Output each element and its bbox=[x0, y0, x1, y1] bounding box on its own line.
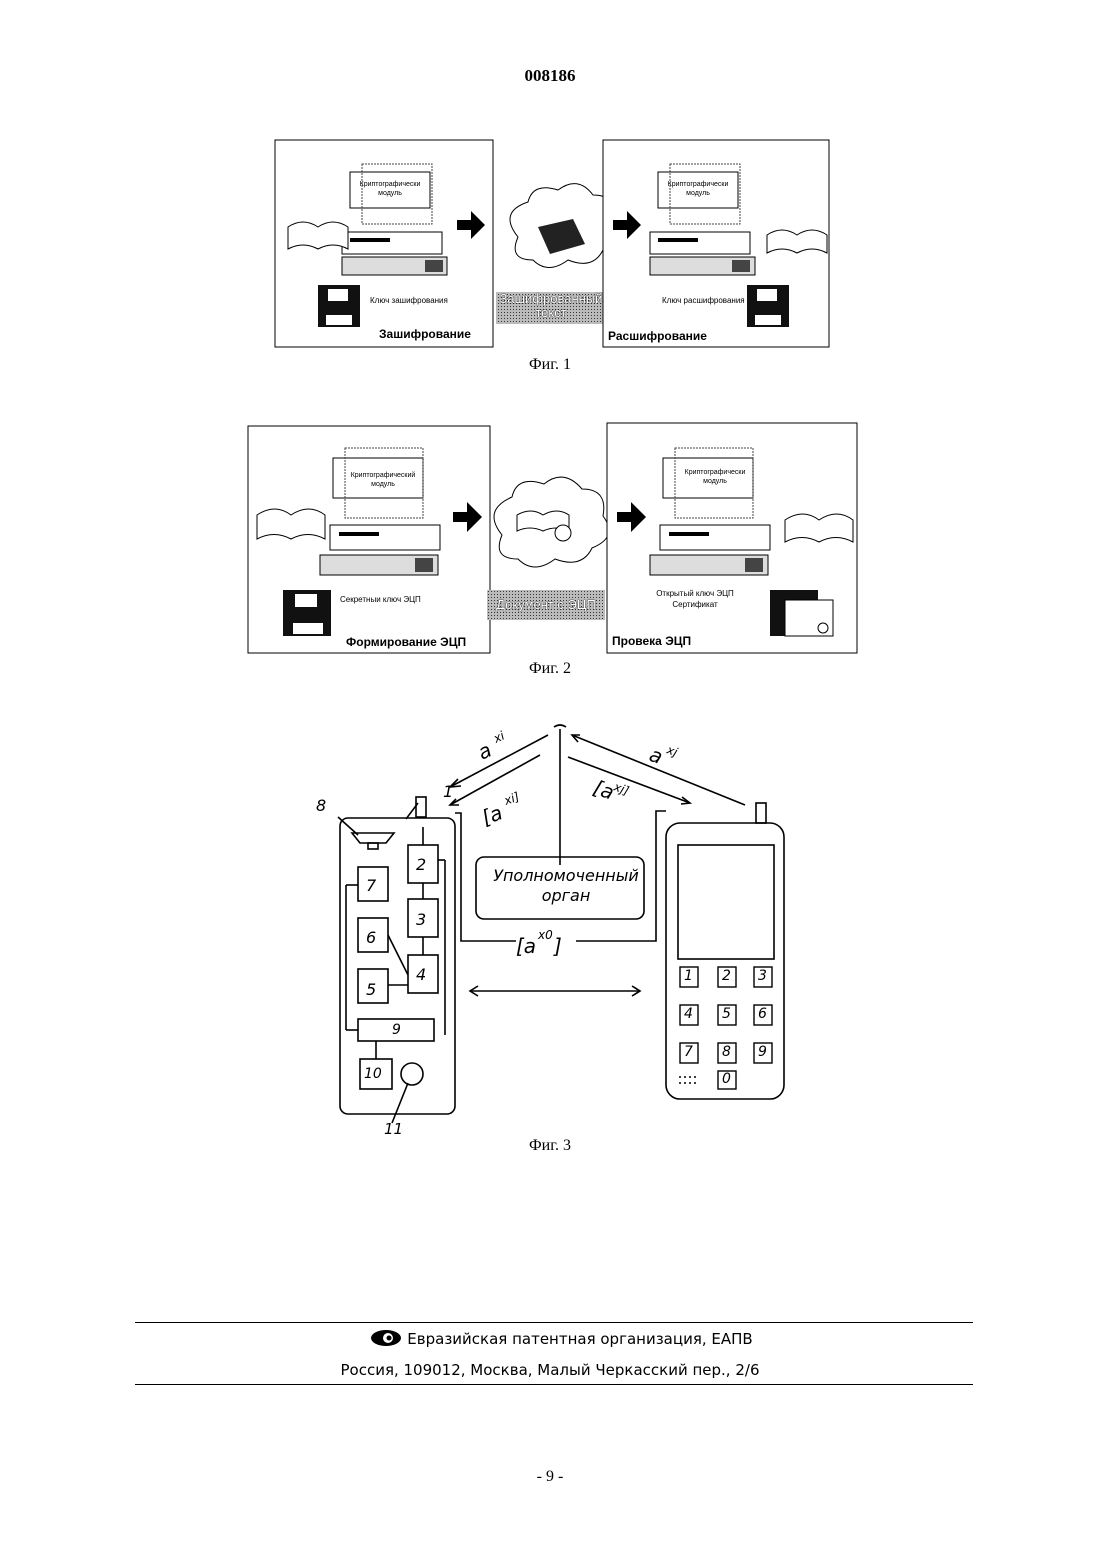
public-key-certificate-label: Открытый ключ ЭЦП Сертификат bbox=[645, 588, 745, 610]
label-6: 6 bbox=[366, 928, 376, 947]
key-3: 3 bbox=[758, 968, 767, 984]
formula-a-xi: a bbox=[474, 738, 495, 765]
formula-sup-xi: xi] bbox=[501, 789, 521, 808]
crypto-module-label: Криптографически модуль bbox=[670, 468, 760, 486]
key-4: 4 bbox=[684, 1006, 693, 1022]
key-8: 8 bbox=[722, 1044, 731, 1060]
footer-rule-bottom bbox=[135, 1384, 973, 1385]
formula-sup-x0: x0 bbox=[537, 928, 553, 942]
signature-verification-title: Провека ЭЦП bbox=[612, 634, 691, 648]
microphone-icon bbox=[401, 1063, 423, 1085]
label-4: 4 bbox=[416, 965, 426, 984]
signed-document-label: Документ с ЭЦП bbox=[488, 598, 604, 612]
figure-1-caption: Фиг. 1 bbox=[0, 356, 1100, 374]
label-5: 5 bbox=[366, 980, 376, 999]
label-8: 8 bbox=[316, 796, 326, 815]
floppy-disk-icon bbox=[283, 590, 331, 636]
key-0: 0 bbox=[722, 1071, 731, 1087]
key-6: 6 bbox=[758, 1006, 767, 1022]
crypto-module-label: Криптографически модуль bbox=[658, 180, 738, 198]
key-5: 5 bbox=[722, 1006, 731, 1022]
footer-address: Россия, 109012, Москва, Малый Черкасский… bbox=[0, 1361, 1100, 1379]
formula-bracket-a-xi: [a bbox=[479, 800, 506, 829]
figure-2-caption: Фиг. 2 bbox=[0, 660, 1100, 678]
label-3: 3 bbox=[416, 910, 426, 929]
formula-sup-xj: xj bbox=[664, 742, 680, 759]
label-2: 2 bbox=[416, 855, 426, 874]
signature-creation-title: Формирование ЭЦП bbox=[346, 635, 466, 649]
key-1: 1 bbox=[684, 968, 693, 984]
crypto-module-label: Криптографический модуль bbox=[338, 471, 428, 489]
label-10: 10 bbox=[364, 1066, 382, 1082]
authority-label: Уполномоченный орган bbox=[476, 866, 656, 906]
figure-2 bbox=[245, 420, 860, 656]
footer-rule-top bbox=[135, 1322, 973, 1323]
key-2: 2 bbox=[722, 968, 731, 984]
cloud-icon bbox=[494, 477, 609, 567]
formula-a-xj: a bbox=[646, 742, 666, 769]
figure-3-caption: Фиг. 3 bbox=[0, 1137, 1100, 1155]
encrypted-text-label: Зашифрованный текст bbox=[496, 292, 606, 320]
cloud-icon bbox=[510, 184, 619, 268]
crypto-module-label: Криптографически модуль bbox=[350, 180, 430, 198]
footer-organization: Евразийская патентная организация, ЕАПВ bbox=[0, 1330, 1100, 1348]
decryption-title: Расшифрование bbox=[608, 329, 707, 343]
page-number: - 9 - bbox=[0, 1468, 1100, 1486]
key-9: 9 bbox=[758, 1044, 767, 1060]
formula-bracket-close: ] bbox=[553, 934, 562, 958]
key-7: 7 bbox=[684, 1044, 693, 1060]
encryption-title: Зашифрование bbox=[379, 327, 471, 341]
label-7: 7 bbox=[366, 876, 376, 895]
right-phone-screen bbox=[678, 845, 774, 959]
figure-1 bbox=[270, 132, 835, 354]
encryption-key-label: Ключ зашифрования bbox=[370, 296, 480, 305]
formula-sup-xi: xi bbox=[490, 728, 507, 746]
formula-bracket-a-x0: [a bbox=[516, 934, 536, 958]
label-9: 9 bbox=[392, 1022, 401, 1038]
secret-key-label: Секретныи ключ ЭЦП bbox=[340, 595, 450, 604]
floppy-disk-icon bbox=[747, 285, 789, 327]
speaker-grille bbox=[679, 1076, 696, 1084]
label-1: 1 bbox=[443, 782, 453, 801]
label-11: 11 bbox=[384, 1120, 403, 1138]
floppy-disk-icon bbox=[318, 285, 360, 327]
figure-3: a xi [a xi] a xj [a xj] [a x0 ] bbox=[310, 715, 845, 1145]
document-number: 008186 bbox=[0, 66, 1100, 86]
decryption-key-label: Ключ расшифрования bbox=[662, 296, 772, 305]
